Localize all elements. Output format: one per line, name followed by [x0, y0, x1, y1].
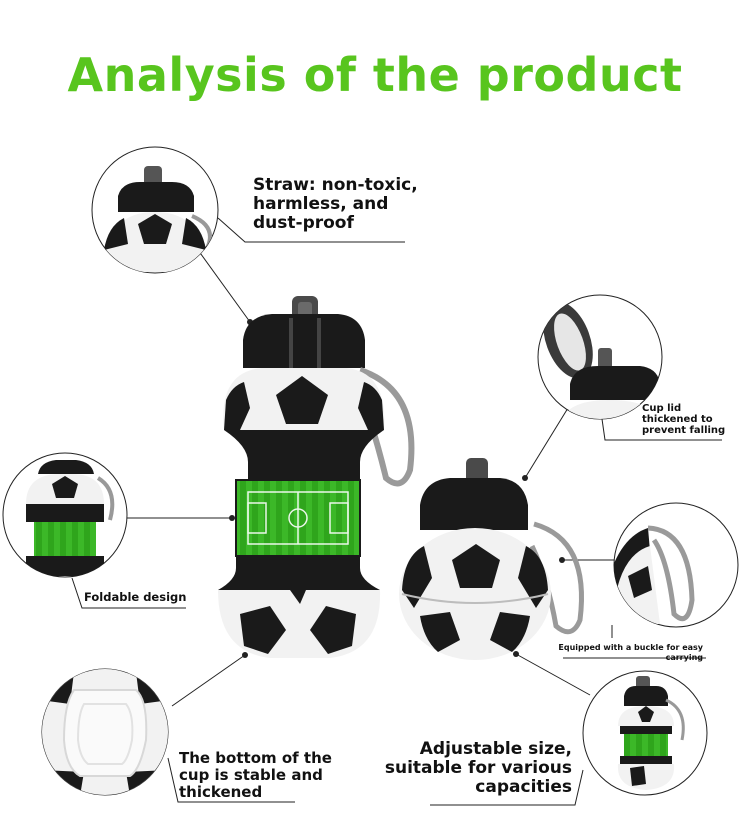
lid-line-3: prevent falling	[642, 425, 726, 437]
foldable-detail-circle	[2, 452, 128, 578]
bottom-detail-circle	[41, 668, 169, 796]
size-line-3: capacities	[475, 777, 572, 798]
size-line-2: suitable for various	[384, 758, 572, 779]
fold-callout: Foldable design	[84, 591, 186, 604]
bottom-line-2: cup is stable and	[179, 765, 323, 784]
bottom-callout: The bottom of the cup is stable and thic…	[179, 750, 332, 800]
straw-line-2: harmless, and	[253, 194, 389, 215]
lid-line-1: Cup lid	[642, 403, 682, 414]
straw-callout: Straw: non-toxic, harmless, and dust-pro…	[253, 175, 418, 234]
small-bottle	[399, 458, 584, 660]
page-title: Analysis of the product	[67, 48, 683, 102]
buckle-line-2: carrying	[665, 652, 703, 662]
buckle-line-1: Equipped with a buckle for easy	[558, 643, 703, 652]
size-line-1: Adjustable size,	[419, 739, 572, 759]
lid-callout: Cup lid thickened to prevent falling	[642, 403, 725, 437]
bottom-line-1: The bottom of the	[179, 749, 332, 767]
size-detail-circle	[582, 670, 708, 796]
straw-line-3: dust-proof	[253, 213, 354, 234]
buckle-callout: Equipped with a buckle for easy carrying	[520, 643, 703, 662]
lid-detail-circle	[537, 294, 663, 420]
fold-line-1: Foldable design	[84, 590, 187, 604]
size-callout: Adjustable size, suitable for various ca…	[372, 739, 572, 798]
buckle-detail-circle	[613, 502, 739, 628]
bottom-line-3: thickened	[179, 782, 263, 801]
straw-line-1: Straw: non-toxic,	[253, 175, 418, 195]
large-bottle	[218, 296, 415, 658]
lid-line-2: thickened to	[642, 414, 713, 426]
straw-detail-circle	[91, 146, 219, 274]
